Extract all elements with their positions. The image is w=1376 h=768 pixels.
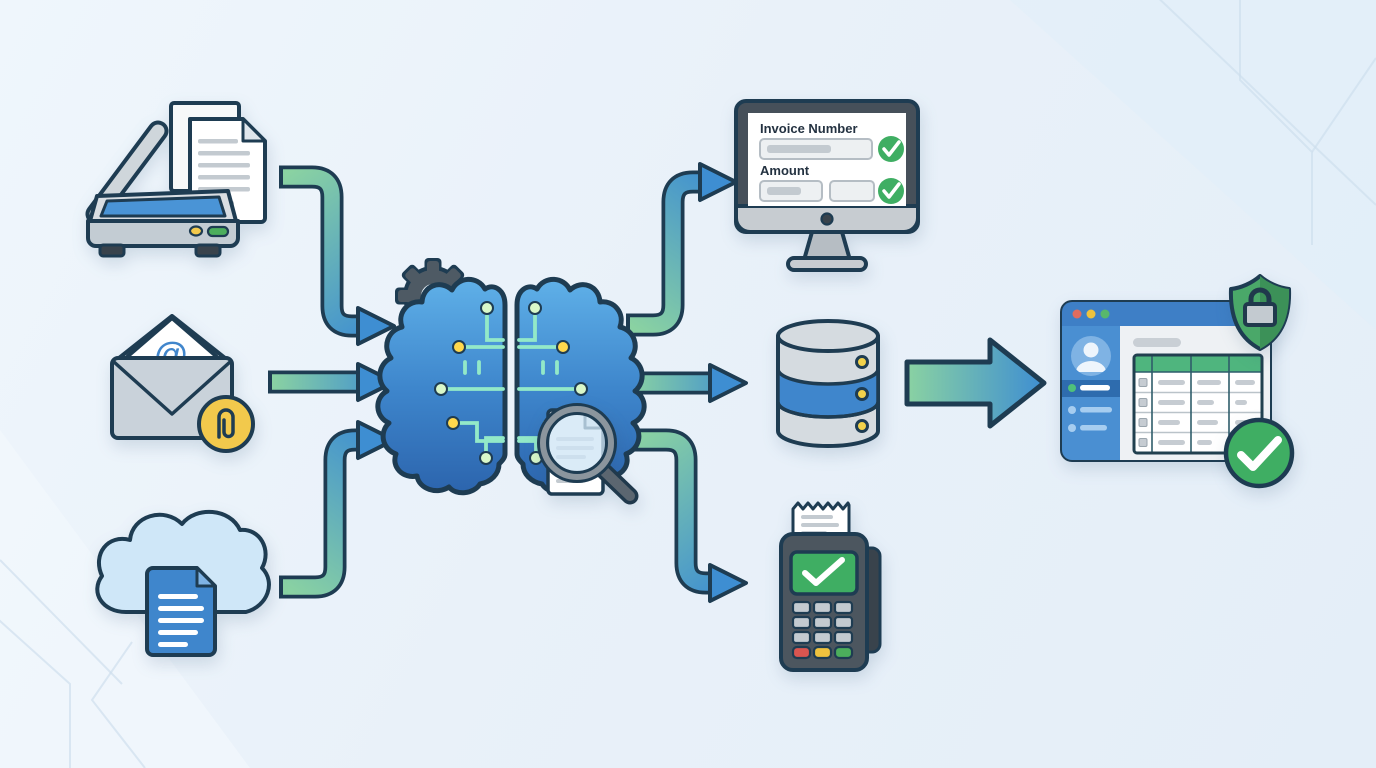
arrow-database-to-dashboard: [904, 337, 1047, 429]
scanner-button-yellow: [188, 225, 204, 237]
magnifier-handle: [599, 466, 635, 501]
traffic-light-green: [1100, 309, 1110, 319]
keypad: [791, 600, 854, 645]
invoice-number-label: Invoice Number: [760, 121, 858, 136]
table-header: [1134, 355, 1262, 372]
paperclip-icon: [217, 408, 235, 439]
monitor-power-dot: [820, 212, 834, 226]
document-text-lines: [158, 594, 204, 647]
blue-document: [145, 566, 217, 657]
input-placeholder-bar: [767, 145, 831, 153]
database-separator: [776, 401, 880, 419]
scanner-icon: [85, 101, 267, 258]
dashboard-window-icon: [1060, 300, 1272, 462]
traffic-light-yellow: [1086, 309, 1096, 319]
lock-shackle: [1248, 287, 1272, 305]
indicator-dots: [855, 355, 869, 433]
input-placeholder-bar: [767, 187, 801, 195]
arrow-scanner-to-ai: [279, 165, 396, 346]
traffic-light-red: [1072, 309, 1082, 319]
arrowhead: [356, 362, 396, 402]
email-attachment-icon: @: [110, 314, 255, 453]
arrow-ai-to-terminal: [628, 428, 748, 603]
validation-monitor-icon: Invoice Number Amount: [734, 99, 920, 272]
arrow-email-to-ai: [268, 362, 396, 402]
monitor-stand: [802, 230, 852, 262]
magnifier-ring-outer: [537, 403, 617, 483]
scanner-button-green: [206, 225, 230, 238]
sidebar-item-dot: [1068, 406, 1076, 414]
circuit-nodes: [434, 301, 494, 465]
document-magnifier-icon: [537, 403, 639, 505]
approval-check-icon: [1223, 417, 1295, 489]
function-keys: [791, 645, 854, 660]
sidebar-item-dot: [1068, 384, 1076, 392]
database-icon: [776, 319, 880, 448]
arrowhead: [356, 306, 396, 346]
magnifier-lens: [538, 404, 616, 482]
scanner-foot: [98, 243, 126, 258]
sidebar-item-bar: [1080, 385, 1110, 391]
terminal-check-icon: [802, 557, 845, 586]
monitor-base: [786, 256, 868, 272]
amount-input-secondary: [829, 180, 875, 202]
lock-icon: [1243, 287, 1277, 327]
arrow-cloud-to-ai: [279, 420, 396, 599]
check-mark: [1237, 436, 1282, 471]
ai-brain-icon: [375, 258, 644, 505]
arrowhead: [708, 563, 748, 603]
cloud-document-icon: [95, 509, 271, 657]
arrowhead: [698, 162, 738, 202]
table-checkboxes: [1138, 378, 1148, 447]
paperclip-badge-icon: [197, 395, 255, 453]
scanner-foot: [194, 243, 222, 258]
arrowhead: [356, 420, 396, 460]
document-fold-corner: [195, 566, 217, 588]
content-title-placeholder: [1133, 338, 1181, 347]
scanner-glass: [99, 195, 227, 218]
avatar-person-icon: [1076, 342, 1106, 372]
sidebar-item-bar: [1080, 407, 1112, 413]
arrow-ai-to-monitor: [626, 162, 738, 337]
lock-body: [1243, 302, 1277, 327]
valid-check-icon: [878, 136, 904, 162]
amount-label: Amount: [760, 163, 810, 178]
document-fold-corner: [241, 117, 267, 143]
brain-left-hemisphere: [375, 276, 508, 496]
database-top: [776, 319, 880, 353]
circuit-traces: [445, 314, 505, 454]
table-outline: [1132, 353, 1264, 455]
shield-lock-icon: [1228, 274, 1292, 351]
envelope-fold: [112, 360, 232, 416]
sidebar-item-bar: [1080, 425, 1107, 431]
payment-terminal-icon: [779, 501, 882, 672]
magnifier-ring-inner: [546, 412, 608, 474]
sidebar-item-dot: [1068, 424, 1076, 432]
valid-check-icon: [878, 178, 904, 204]
cloud-shape: [95, 509, 271, 614]
arrowhead: [708, 363, 748, 403]
